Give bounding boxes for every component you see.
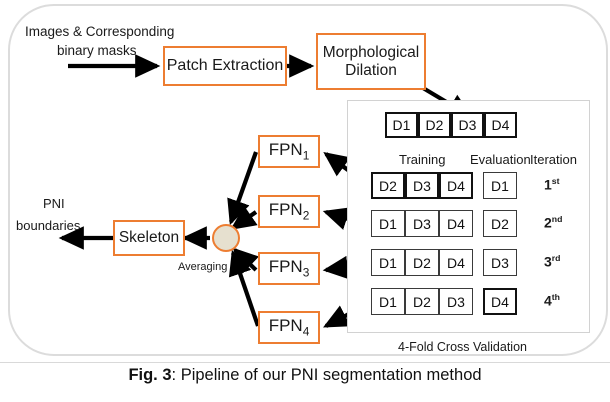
averaging-node[interactable] [212,224,240,252]
input-label-line1: Images & Corresponding [25,24,175,39]
fpn-box-3[interactable]: FPN3 [258,252,320,285]
fold-2-training-cell-2: D4 [439,210,473,237]
fold-3-training-cell-2: D4 [439,249,473,276]
fold-4-training-cell-1: D2 [405,288,439,315]
morphological-dilation-box[interactable]: Morphological Dilation [316,33,426,90]
dataset-cell-1: D2 [418,112,451,138]
fold-2-training-cell-0: D1 [371,210,405,237]
fpn-label-1: FPN1 [268,140,310,163]
header-iteration: Iteration [530,152,577,167]
fold-4-evaluation-cell: D4 [483,288,517,315]
fold-2-evaluation-cell: D2 [483,210,517,237]
fold-4-training-cell-0: D1 [371,288,405,315]
skeleton-label: Skeleton [118,229,180,247]
fold-3-training-cell-1: D2 [405,249,439,276]
fpn-box-1[interactable]: FPN1 [258,135,320,168]
header-evaluation: Evaluation [470,152,531,167]
averaging-label: Averaging [178,261,228,273]
dataset-cell-0: D1 [385,112,418,138]
patch-extraction-box[interactable]: Patch Extraction [163,46,287,86]
skeleton-box[interactable]: Skeleton [113,220,185,256]
figure-caption: Fig. 3: Pipeline of our PNI segmentation… [0,366,610,385]
morphological-dilation-label-line1: Morphological [322,44,420,62]
output-label-line2: boundaries [16,218,81,233]
morphological-dilation-label-line2: Dilation [345,61,397,79]
fold-3-evaluation-cell: D3 [483,249,517,276]
fold-2-training-cell-1: D3 [405,210,439,237]
fpn-label-3: FPN3 [268,257,310,280]
input-label-line2: binary masks [57,43,137,58]
dataset-cell-2: D3 [451,112,484,138]
fold-1-training-cell-1: D3 [405,172,439,199]
fpn-box-2[interactable]: FPN2 [258,195,320,228]
fold-1-iteration: 1st [544,176,560,193]
caption-divider [0,362,610,363]
fpn-box-4[interactable]: FPN4 [258,311,320,344]
fpn-label-4: FPN4 [268,316,310,339]
figure-caption-prefix: Fig. 3 [128,366,172,384]
fold-3-training-cell-0: D1 [371,249,405,276]
fold-4-iteration: 4th [544,292,560,309]
fold-1-training-cell-2: D4 [439,172,473,199]
dataset-cell-3: D4 [484,112,517,138]
fold-4-training-cell-2: D3 [439,288,473,315]
fold-1-evaluation-cell: D1 [483,172,517,199]
fpn-label-2: FPN2 [268,200,310,223]
patch-extraction-label: Patch Extraction [166,57,284,75]
figure-caption-text: : Pipeline of our PNI segmentation metho… [171,366,482,384]
fold-2-iteration: 2nd [544,214,563,231]
fold-1-training-cell-0: D2 [371,172,405,199]
fold-3-iteration: 3rd [544,253,561,270]
cross-validation-title: 4-Fold Cross Validation [398,340,527,354]
header-training: Training [399,152,446,167]
output-label-line1: PNI [43,196,65,211]
